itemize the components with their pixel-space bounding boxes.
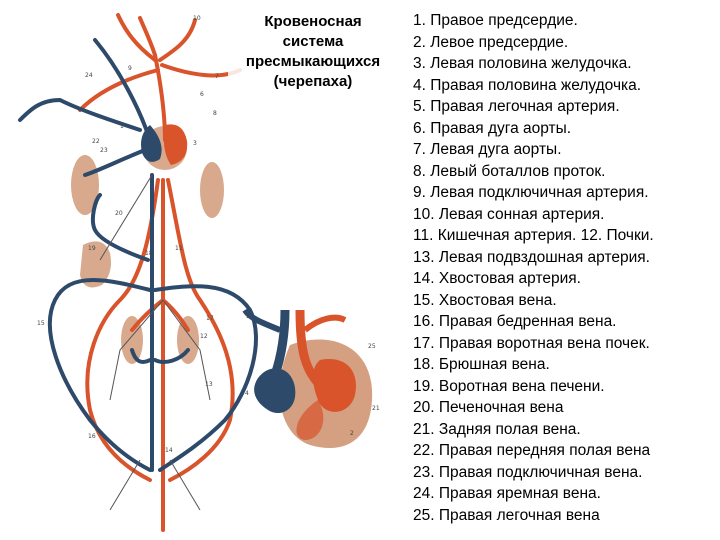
diagram-number: 24 — [85, 72, 93, 79]
legend-item: 23. Правая подключичная вена. — [413, 462, 718, 484]
legend-item: 3. Левая половина желудочка. — [413, 53, 718, 75]
title-line: Кровеносная — [228, 12, 398, 32]
diagram-number: 15 — [37, 320, 45, 327]
legend-item: 2. Левое предсердие. — [413, 32, 718, 54]
title-line: система — [228, 32, 398, 52]
diagram-number: 11 — [175, 245, 183, 252]
diagram-number: 1 — [120, 123, 124, 130]
diagram-number: 7 — [215, 73, 219, 80]
legend-item: 10. Левая сонная артерия. — [413, 204, 718, 226]
diagram-number: 2 — [350, 430, 354, 437]
legend-item: 9. Левая подключичная артерия. — [413, 182, 718, 204]
diagram-number: 13 — [205, 381, 213, 388]
diagram-number: 20 — [115, 210, 123, 217]
heart-large — [245, 310, 372, 448]
diagram-number: 14 — [165, 447, 173, 454]
legend-list: 1. Правое предсердие. 2. Левое предсерди… — [413, 10, 718, 526]
diagram-number: 10 — [193, 15, 201, 22]
legend-item: 19. Воротная вена печени. — [413, 376, 718, 398]
title-line: пресмыкающихся — [228, 52, 398, 72]
diagram-number: 8 — [213, 110, 217, 117]
legend-item: 14. Хвостовая артерия. — [413, 268, 718, 290]
legend-item: 25. Правая легочная вена — [413, 505, 718, 527]
legend-item: 13. Левая подвздошная артерия. — [413, 247, 718, 269]
legend-item: 20. Печеночная вена — [413, 397, 718, 419]
diagram-number: 21 — [372, 405, 380, 412]
legend-item: 22. Правая передняя полая вена — [413, 440, 718, 462]
diagram-number: 23 — [100, 147, 108, 154]
legend-item: 11. Кишечная артерия. 12. Почки. — [413, 225, 718, 247]
diagram-number: 18 — [145, 250, 153, 257]
heart-large-vein-branch — [245, 310, 280, 330]
diagram-number: 9 — [128, 65, 132, 72]
diagram-title: Кровеносная система пресмыкающихся (чере… — [228, 12, 398, 92]
diagram-number: 22 — [92, 138, 100, 145]
legend-item: 17. Правая воротная вена почек. — [413, 333, 718, 355]
veins — [20, 40, 256, 470]
legend-item: 1. Правое предсердие. — [413, 10, 718, 32]
legend-item: 7. Левая дуга аорты. — [413, 139, 718, 161]
legend-item: 8. Левый боталлов проток. — [413, 161, 718, 183]
legend-item: 15. Хвостовая вена. — [413, 290, 718, 312]
legend-item: 16. Правая бедренная вена. — [413, 311, 718, 333]
diagram-number: 17 — [206, 315, 214, 322]
diagram-number: 19 — [88, 245, 96, 252]
diagram-number: 3 — [193, 140, 197, 147]
legend-item: 4. Правая половина желудочка. — [413, 75, 718, 97]
right-lung — [200, 162, 224, 218]
diagram-number: 25 — [368, 343, 376, 350]
legend-item: 6. Правая дуга аорты. — [413, 118, 718, 140]
title-line: (черепаха) — [228, 72, 398, 92]
legend-item: 21. Задняя полая вена. — [413, 419, 718, 441]
legend-item: 18. Брюшная вена. — [413, 354, 718, 376]
diagram-number: 4 — [245, 390, 249, 397]
diagram-number: 6 — [200, 91, 204, 98]
diagram-number: 5 — [246, 313, 250, 320]
heart-large-artery-branch — [305, 318, 345, 330]
diagram-number: 12 — [200, 333, 208, 340]
heart-large-right-atrium — [254, 368, 295, 413]
legend-item: 24. Правая яремная вена. — [413, 483, 718, 505]
diagram-number: 16 — [88, 433, 96, 440]
legend-item: 5. Правая легочная артерия. — [413, 96, 718, 118]
